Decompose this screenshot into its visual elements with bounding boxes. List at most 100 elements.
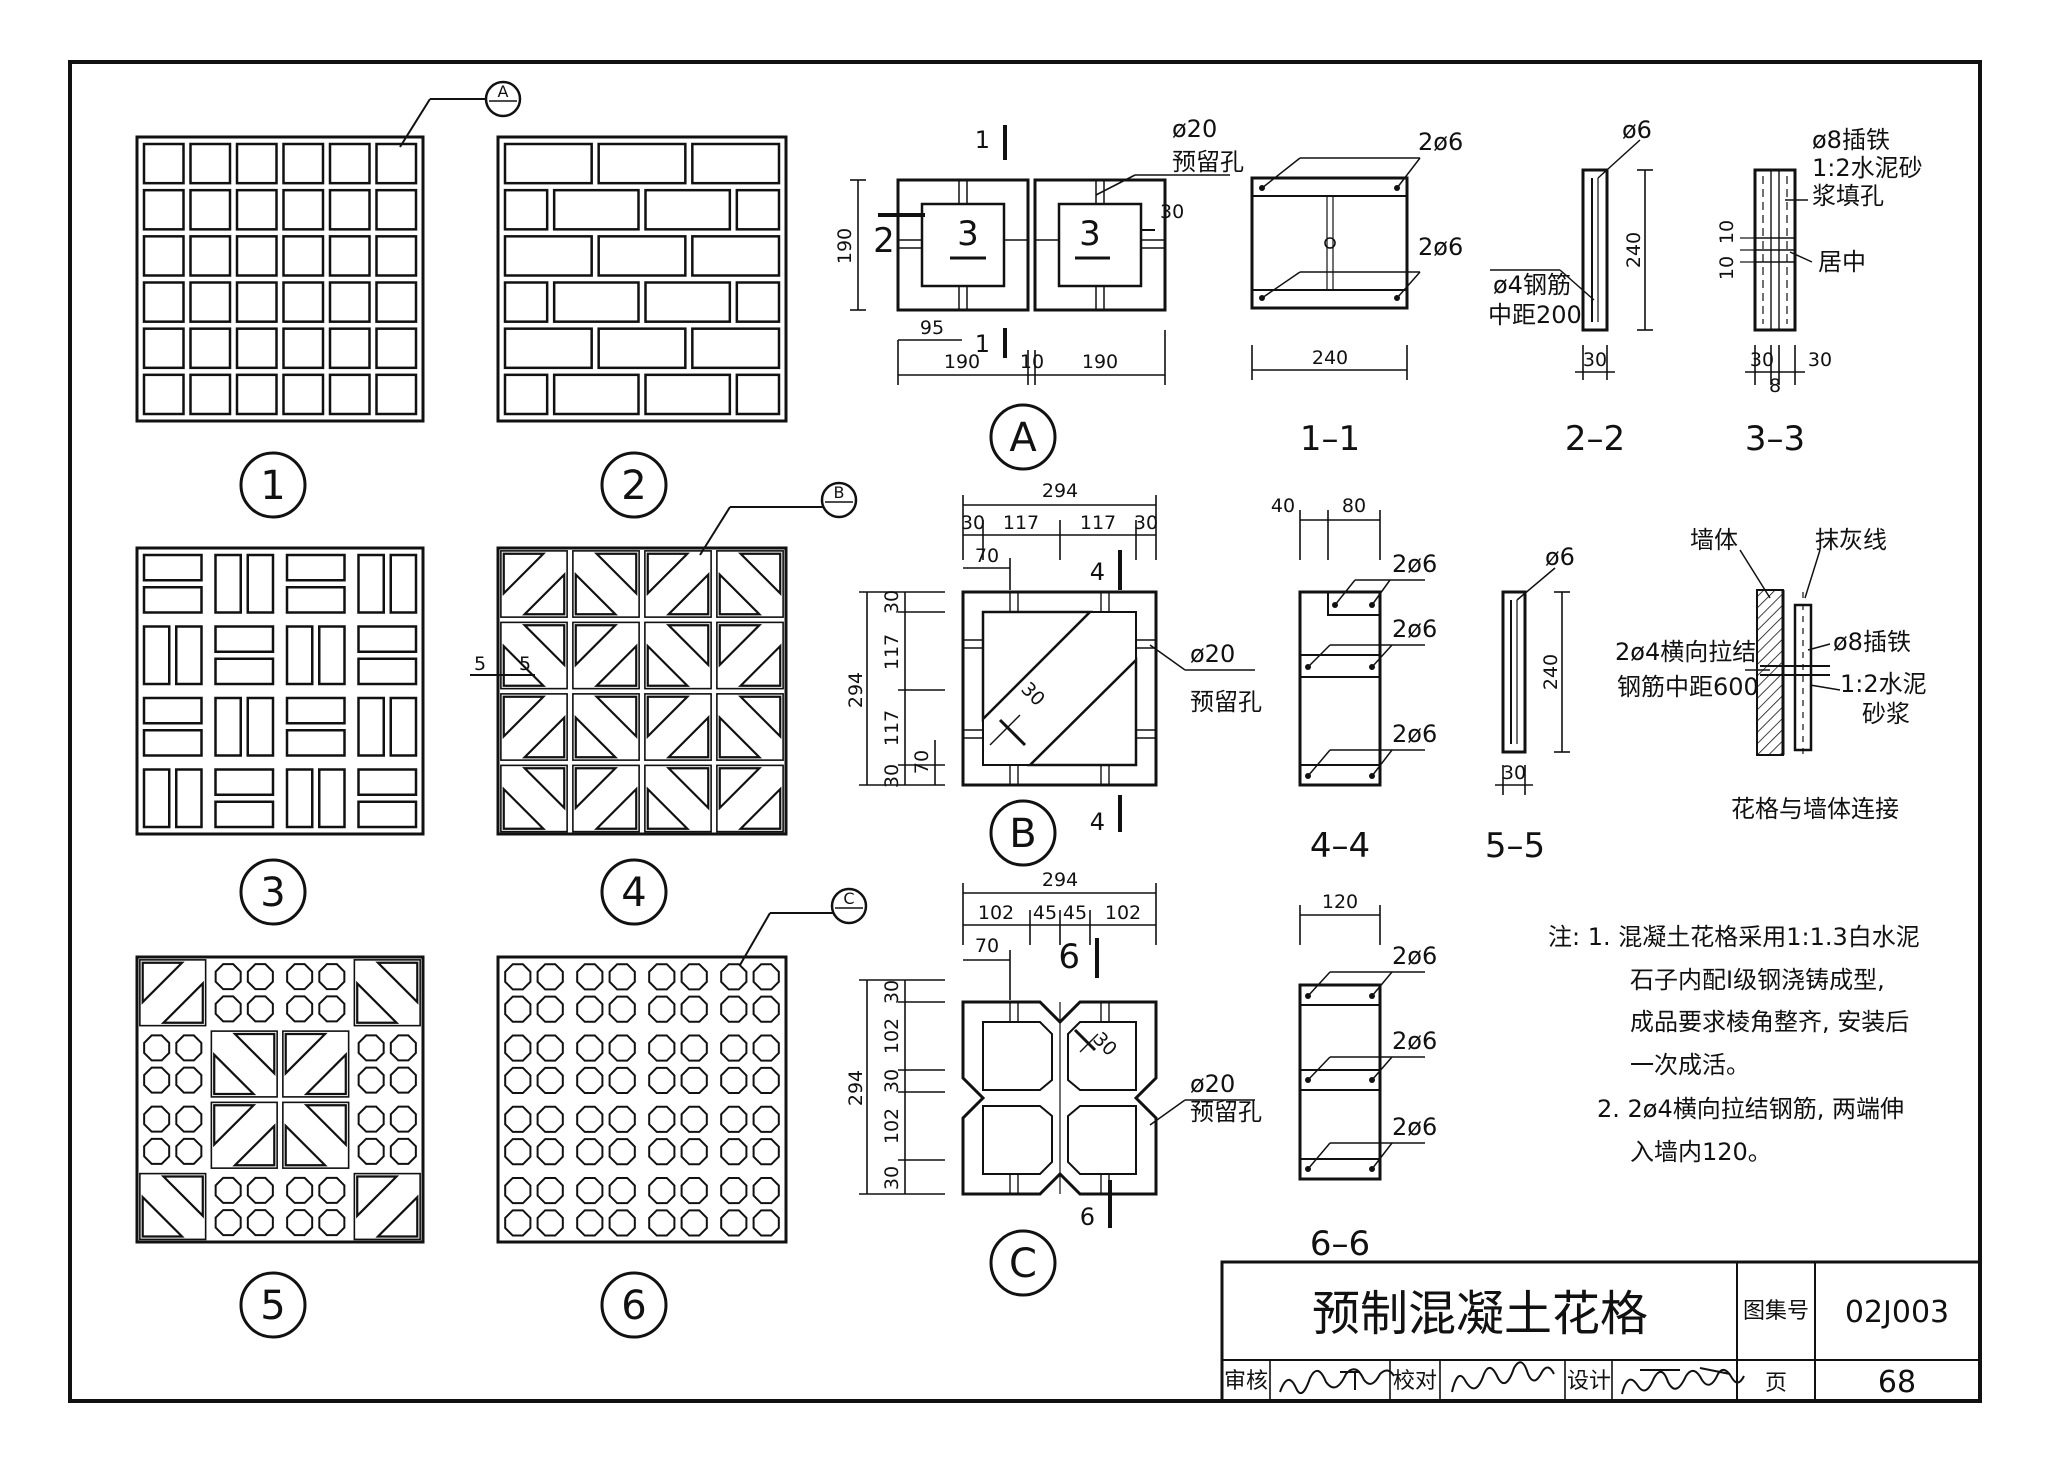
callout-c-leader: C: [739, 887, 868, 966]
pattern-4-cell: [502, 643, 547, 687]
callout-c-bubble: [830, 887, 868, 925]
detail-a-annotations: 1 1 2 3 3 ø20 预留孔 30 190 95 190 10 190: [834, 115, 1244, 385]
pattern-2-brick: [552, 188, 640, 231]
pattern-6-cell: [648, 1176, 676, 1205]
pattern-5-cell: [318, 963, 346, 991]
pattern-1-cell: [189, 188, 232, 231]
pattern-4-cell: [737, 552, 782, 597]
pattern-1-cell: [328, 373, 371, 416]
pattern-6-cell: [576, 1176, 604, 1205]
pattern-5-cell: [160, 1175, 204, 1219]
pattern-3-brick: [214, 657, 275, 686]
detail-a-section-3-left: 3: [957, 214, 979, 254]
pattern-1-cell: [282, 188, 325, 231]
pattern-3-number: 3: [260, 870, 285, 916]
detail-c-dim-294-vertical: 294: [845, 1070, 867, 1106]
pattern-4-cell: [521, 624, 566, 668]
pattern-6-cell: [680, 1034, 708, 1062]
pattern-5-cell: [389, 1137, 417, 1165]
section-6-6-drawing: 120 2ø6 2ø6 2ø6: [1298, 891, 1437, 1181]
pattern-5-cell: [357, 1034, 385, 1062]
note-2-line-1: 2. 2ø4横向拉结钢筋, 两端伸: [1597, 1095, 1904, 1123]
pattern-6-cell: [720, 1209, 748, 1237]
pattern-2-brick: [503, 188, 549, 231]
detail-a-section-2: 2: [873, 221, 895, 261]
section-5-5-drawing: ø6 240 30: [1495, 543, 1575, 795]
pattern-4-cell: [644, 550, 712, 618]
pattern-6-cell: [680, 1176, 708, 1205]
pattern-1-cell: [189, 281, 232, 323]
pattern-6-cell: [536, 1034, 564, 1062]
pattern-6-cell: [608, 995, 636, 1023]
pattern-3-brick: [318, 625, 346, 686]
pattern-5-cell: [141, 1194, 185, 1238]
pattern-4-cell: [644, 621, 712, 690]
callout-b-bubble: [820, 481, 858, 519]
pattern-1-cell: [189, 373, 232, 416]
detail-c-section-6-top: 6: [1058, 937, 1080, 977]
detail-a-dim-95: 95: [920, 317, 944, 339]
detail-b-dim-30-c: 30: [881, 590, 903, 614]
pattern-1-grid: [135, 135, 425, 423]
pattern-4-cell: [502, 786, 547, 830]
pattern-3-basket-weave: [135, 546, 425, 836]
pattern-4-cell: [572, 693, 640, 761]
pattern-1-cell: [328, 142, 371, 185]
pattern-3-brick: [357, 657, 418, 686]
pattern-6-cell: [648, 963, 676, 991]
pattern-3-brick: [357, 696, 385, 757]
pattern-5-mixed-lattice: [135, 955, 425, 1244]
pattern-6-cell: [720, 1034, 748, 1062]
detail-c-hole-name: 预留孔: [1190, 1098, 1262, 1126]
detail-a-label: A: [1009, 415, 1037, 461]
pattern-6-cell: [536, 1066, 564, 1095]
pattern-5-cell: [284, 1123, 328, 1167]
pattern-4-cell: [718, 571, 763, 616]
pattern-6-cell: [536, 963, 564, 991]
detail-b-dim-70-vertical: 70: [911, 750, 933, 774]
section-4-4-dim-80: 80: [1342, 495, 1366, 517]
detail-b-dim-30-a: 30: [961, 512, 985, 534]
pattern-3-brick: [357, 553, 385, 614]
pattern-6-cell: [576, 1209, 604, 1237]
pattern-5-cell: [246, 995, 274, 1023]
pattern-1-cell: [235, 188, 278, 231]
pattern-2-brick: [735, 373, 781, 416]
detail-c-dim-102-c: 102: [881, 1018, 903, 1054]
detail-b-dim-30-b: 30: [1134, 512, 1158, 534]
pattern-2-brick: [691, 142, 781, 185]
pattern-5-cell: [175, 1066, 203, 1094]
detail-b-label-circle: [989, 799, 1057, 867]
pattern-4-cell: [718, 767, 763, 811]
pattern-5-cell: [175, 1034, 203, 1062]
detail-b-section-4-top: 4: [1090, 558, 1105, 586]
pattern-5-cell: [389, 1105, 417, 1133]
design-label: 设计: [1567, 1369, 1611, 1394]
detail-c-dim-diagonal: 30: [1088, 1028, 1121, 1061]
pattern-6-cell: [536, 1105, 564, 1133]
checker-signature: [1451, 1361, 1555, 1393]
pattern-6-cell: [648, 995, 676, 1023]
pattern-3-brick: [285, 768, 314, 829]
pattern-3-brick: [285, 729, 346, 757]
pattern-5-cell: [353, 1172, 421, 1241]
detail-c-block-plan: [961, 1000, 1158, 1196]
pattern-6-cell: [680, 1209, 708, 1237]
pattern-6-cell: [608, 1138, 636, 1166]
pattern-5-cell: [284, 1032, 328, 1076]
detail-b-dim-30-d: 30: [881, 764, 903, 788]
pattern-5-cell: [143, 1066, 171, 1094]
pattern-4-cell: [716, 764, 784, 833]
pattern-4-cell: [521, 767, 566, 811]
note-1-line-4: 一次成活。: [1630, 1051, 1750, 1079]
pattern-3-brick: [142, 768, 171, 829]
section-3-3-center: 居中: [1818, 248, 1866, 276]
detail-b-dim-294-top: 294: [1042, 480, 1078, 502]
pattern-6-cell: [720, 1138, 748, 1166]
section-3-3-dim-30-b: 30: [1808, 349, 1832, 371]
pattern-1-number-circle: [239, 451, 307, 519]
pattern-3-brick: [357, 800, 418, 829]
pattern-6-cell: [720, 963, 748, 991]
pattern-2-running-bond: [496, 135, 788, 423]
pattern-3-brick: [142, 586, 203, 614]
